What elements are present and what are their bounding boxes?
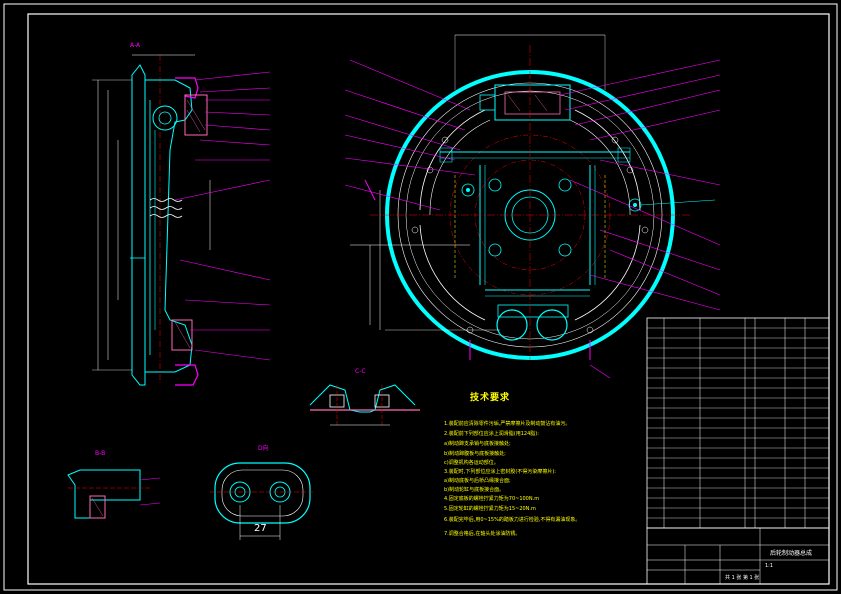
tech-note: 2.装配前下列部位应涂上润滑脂(用124脂): bbox=[444, 431, 539, 437]
tech-requirements-title: 技术要求 bbox=[470, 393, 511, 403]
tech-note: 7.调整合格后,在轴头处涂油防锈。 bbox=[444, 531, 521, 537]
title-block bbox=[646, 527, 830, 585]
front-view bbox=[344, 34, 721, 379]
section-c-c-label: C-C bbox=[355, 368, 366, 375]
inner-frame bbox=[27, 13, 830, 585]
section-b-b-view bbox=[67, 469, 161, 519]
section-b-b-label: B-B bbox=[95, 450, 106, 457]
tech-note: c)调整机构各运动部位。 bbox=[444, 460, 499, 466]
tech-note: a)制动蹄支承销与底板接触处; bbox=[444, 441, 511, 447]
drawing-title: 后轮制动器总成 bbox=[770, 550, 813, 557]
tech-note: 1.装配前应清除零件污垢,严禁摩擦片及制动鼓沾有油污。 bbox=[444, 421, 571, 427]
sheet-count: 共 1 张 第 1 张 bbox=[725, 575, 760, 581]
tech-note: 3.装配时,下列部位应涂上密封胶(不得污染摩擦片): bbox=[444, 469, 556, 475]
outer-frame bbox=[3, 3, 838, 591]
section-c-c-view bbox=[309, 384, 420, 426]
detail-d-view bbox=[210, 462, 315, 540]
section-a-a-label: A-A bbox=[130, 42, 141, 49]
section-a-a-view bbox=[92, 54, 271, 386]
parts-list bbox=[646, 317, 830, 529]
drawing-scale: 1:1 bbox=[765, 563, 774, 569]
tech-note: 5.固定轮缸的螺栓拧紧力矩为15~20N.m bbox=[444, 506, 536, 512]
bolt-spacing-dimension: 27 bbox=[254, 523, 267, 534]
tech-note: b)制动蹄腹板与底板接触处; bbox=[444, 451, 506, 457]
tech-note: 6.装配完毕后,用0~15%的踏板力进行检验,不得有漏油现象。 bbox=[444, 517, 581, 523]
detail-d-label: D向 bbox=[258, 445, 269, 452]
tech-note: a)制动底板与后桥凸缘接合面; bbox=[444, 478, 511, 484]
tech-note: 4.固定底板的螺栓拧紧力矩为70~100N.m bbox=[444, 496, 540, 502]
tech-note: b)制动轮缸与底板接合面。 bbox=[444, 487, 505, 493]
